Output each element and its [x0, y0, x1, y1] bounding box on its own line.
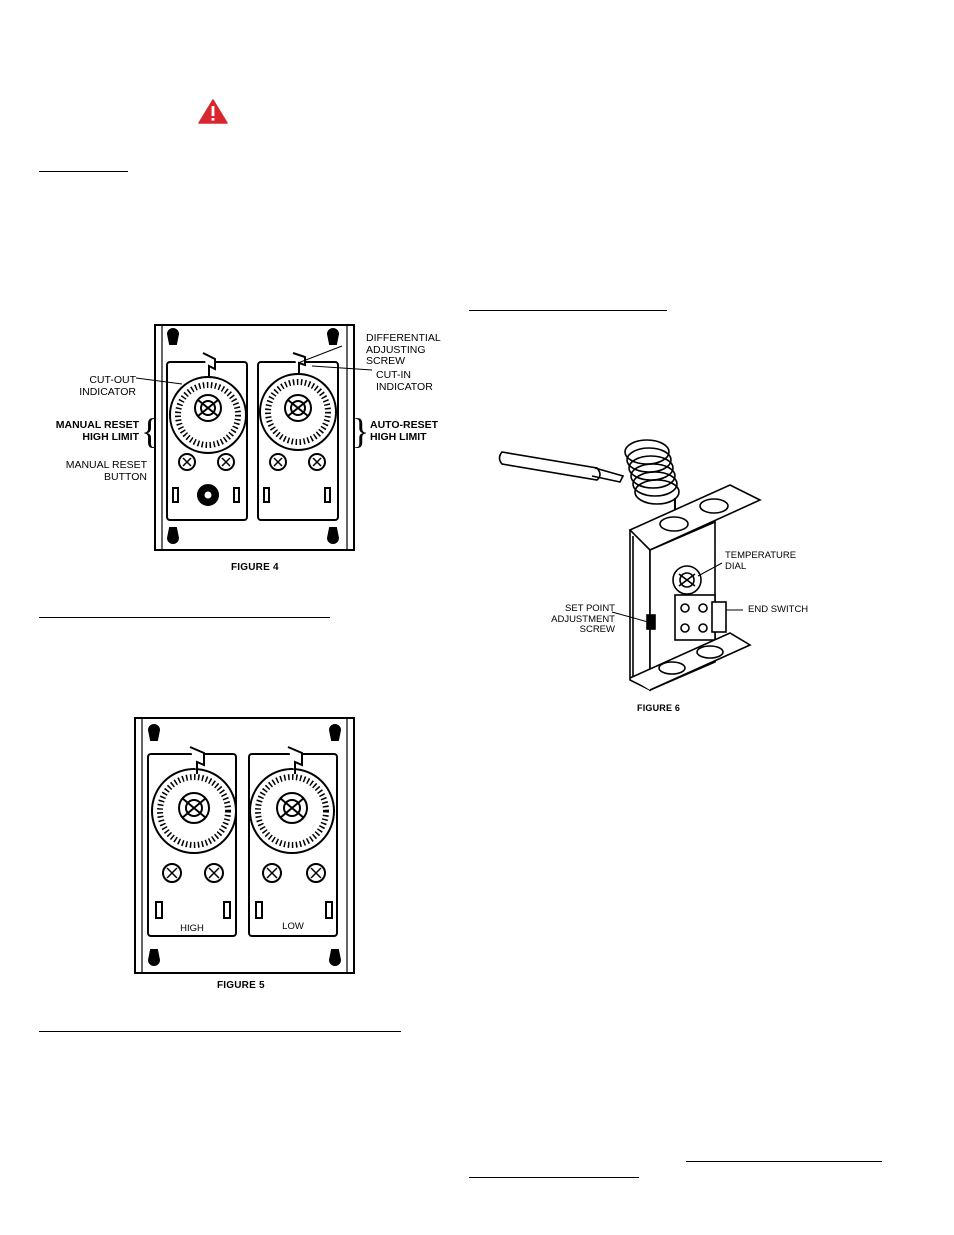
heading-rule-3: [39, 617, 330, 618]
heading-rule-2: [469, 310, 667, 311]
figure-5-drawing: [134, 717, 355, 974]
figure-4-caption: FIGURE 4: [231, 562, 279, 573]
manual-reset-high-limit-label: MANUAL RESET HIGH LIMIT: [55, 419, 139, 443]
heading-rule-4: [39, 1031, 401, 1032]
end-switch-label: END SWITCH: [748, 604, 809, 615]
low-label: LOW: [282, 921, 304, 932]
left-brace: {: [141, 411, 159, 451]
figure-5-caption: FIGURE 5: [217, 980, 265, 991]
cut-out-indicator-label: CUT-OUT INDICATOR: [79, 374, 136, 398]
temperature-dial-label: TEMPERATURE DIAL: [725, 550, 797, 572]
figure-4-drawing: [135, 324, 373, 551]
heading-rule-5: [686, 1161, 882, 1162]
heading-rule-6: [469, 1177, 639, 1178]
warning-triangle-icon: [198, 99, 228, 124]
right-brace: }: [352, 411, 370, 451]
high-label: HIGH: [180, 923, 204, 934]
set-point-adjustment-screw-label: SET POINT ADJUSTMENT SCREW: [551, 603, 615, 635]
figure-6-caption: FIGURE 6: [637, 703, 681, 713]
manual-reset-button-label: MANUAL RESET BUTTON: [65, 459, 147, 483]
cut-in-indicator-label: CUT-IN INDICATOR: [376, 369, 433, 393]
differential-adjusting-screw-label: DIFFERENTIAL ADJUSTING SCREW: [366, 332, 441, 367]
heading-rule-1: [39, 171, 128, 172]
auto-reset-high-limit-label: AUTO-RESET HIGH LIMIT: [370, 419, 439, 443]
figure-6-drawing: [498, 439, 762, 692]
